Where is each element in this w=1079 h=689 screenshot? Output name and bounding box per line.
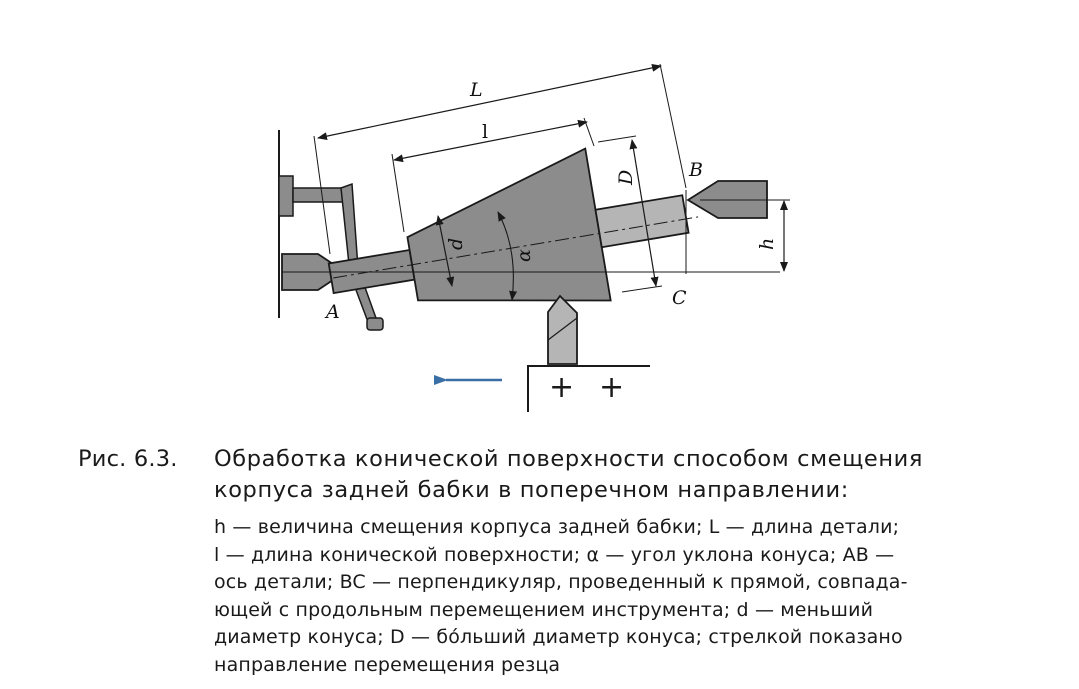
figure-caption: Рис. 6.3. Обработка конической поверхнос… [78,444,1008,506]
cutting-tool [547,294,578,365]
legend-line-5: диаметр конуса; D — бо́льший диаметр кон… [214,626,903,649]
headstock-wall [278,130,346,318]
dimension-h: h [756,200,788,272]
legend-line-1: h — величина смещения корпуса задней баб… [214,516,900,538]
caption-legend: h — величина смещения корпуса задней баб… [214,514,1004,680]
legend-line-2: l — длина конической поверхности; α — уг… [214,543,895,566]
label-C: C [672,287,687,309]
label-alpha: α [513,249,535,262]
label-D: D [615,170,637,186]
label-A: A [324,301,340,323]
legend-line-3: ось детали; BC — перпендикуляр, проведен… [214,571,908,594]
tool-carriage: + + [527,365,650,412]
plus-sign-2: + [599,370,624,405]
legend-line-4: ющей с продольным перемещением инструмен… [214,598,874,621]
workpiece [327,147,699,302]
label-h: h [756,238,778,250]
label-L: L [469,79,483,101]
legend-line-6: направление перемещения резца [214,653,561,676]
plus-sign-1: + [549,370,574,405]
dimension-D: D [597,135,663,293]
label-l: l [482,121,488,143]
dimension-L: L [313,63,687,255]
dimension-l: l [391,117,595,233]
angle-alpha: α [497,211,535,301]
label-B: B [688,159,703,181]
figure-number: Рис. 6.3. [78,446,178,472]
conical-turning-diagram: L l D d α h A B C + + [278,63,790,412]
cone-surface [406,147,612,302]
caption-title-line-1: Обработка конической поверхности способо… [214,446,924,472]
label-d: d [445,238,467,250]
caption-title-line-2: корпуса задней бабки в поперечном направ… [214,477,849,503]
dimension-d: d [435,215,467,287]
